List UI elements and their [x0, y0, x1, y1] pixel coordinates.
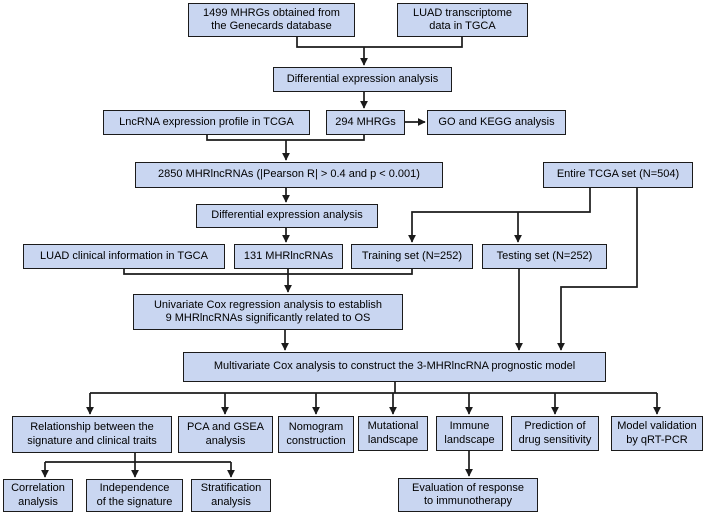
node-independence: Independence of the signature [86, 479, 183, 512]
node-multivariate-cox: Multivariate Cox analysis to construct t… [183, 352, 606, 382]
node-mhrlncrnas-131: 131 MHRlncRNAs [234, 244, 343, 269]
node-immune-landscape: Immune landscape [436, 416, 503, 451]
node-model-validation: Model validation by qRT-PCR [611, 416, 703, 451]
node-luad-transcriptome: LUAD transcriptome data in TGCA [397, 3, 528, 37]
node-drug-sensitivity: Prediction of drug sensitivity [511, 416, 599, 451]
connector-clinical-training-merge [123, 269, 413, 275]
arrow-tcga-to-multivariate [557, 188, 638, 351]
node-go-kegg: GO and KEGG analysis [427, 110, 566, 135]
node-luad-clinical: LUAD clinical information in TGCA [23, 244, 225, 269]
connector-top-merge [296, 37, 463, 48]
node-immunotherapy-response: Evaluation of response to immunotherapy [398, 478, 538, 512]
node-diff-expr-2: Differential expression analysis [196, 204, 378, 228]
node-pca-gsea: PCA and GSEA analysis [178, 416, 273, 453]
node-univariate-cox: Univariate Cox regression analysis to es… [133, 294, 403, 330]
node-relationship-traits: Relationship between the signature and c… [12, 416, 172, 453]
node-nomogram: Nomogram construction [278, 416, 354, 453]
node-lncrna-profile: LncRNA expression profile in TCGA [103, 110, 310, 135]
node-diff-expr-1: Differential expression analysis [273, 67, 452, 92]
node-training-set: Training set (N=252) [351, 244, 473, 269]
node-testing-set: Testing set (N=252) [482, 244, 607, 269]
node-stratification: Stratification analysis [191, 479, 271, 512]
node-mhrlncrnas-2850: 2850 MHRlncRNAs (|Pearson R| > 0.4 and p… [135, 162, 443, 188]
connector-lncrna-294-merge [206, 135, 365, 141]
node-correlation: Correlation analysis [3, 479, 73, 512]
node-mhrgs-source: 1499 MHRGs obtained from the Genecards d… [188, 3, 355, 37]
arrow-tcga-to-training [408, 188, 591, 243]
node-mhrgs-294: 294 MHRGs [326, 110, 405, 135]
node-entire-tcga: Entire TCGA set (N=504) [543, 162, 693, 188]
node-mutational-landscape: Mutational landscape [358, 416, 428, 451]
